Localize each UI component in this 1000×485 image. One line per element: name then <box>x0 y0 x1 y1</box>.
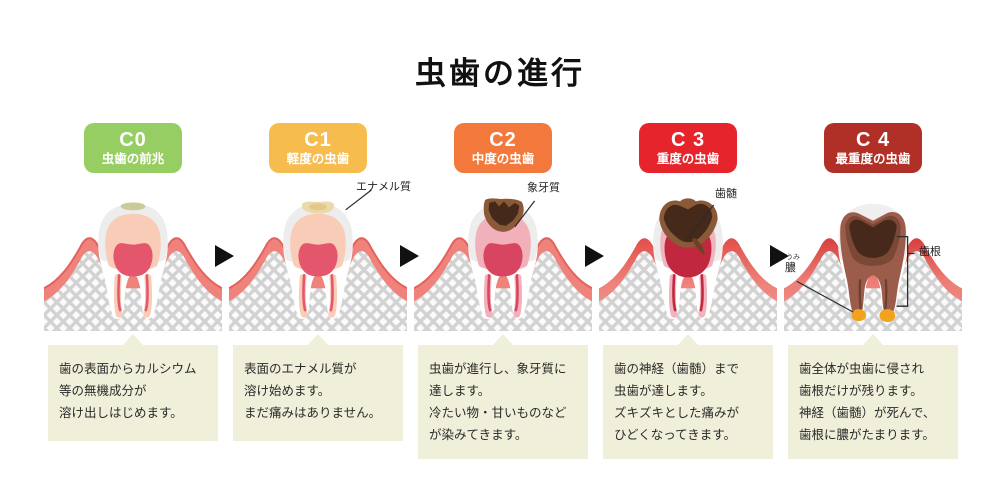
bone <box>414 251 592 331</box>
stage-badge-c2: C2 中度の虫歯 <box>454 123 552 173</box>
stage-column-c1: C1 軽度の虫歯 エナメル質 表面のエナメル質が 溶け始めます。 まだ痛みはあり… <box>229 123 411 459</box>
annotation-pus-furigana: うみ <box>786 254 800 261</box>
stage-column-c3: C 3 重度の虫歯 歯髄 歯の神経（歯髄）まで 虫歯が達します。 ズキズキとした… <box>599 123 777 459</box>
pulp-chamber <box>483 243 523 277</box>
stage-name: 中度の虫歯 <box>471 152 535 166</box>
bone <box>599 251 777 331</box>
next-arrow-icon <box>215 245 234 267</box>
stage-code: C1 <box>304 129 332 151</box>
stage-name: 重度の虫歯 <box>656 152 720 166</box>
tooth-diagram <box>229 189 407 331</box>
pulp-chamber <box>298 243 338 277</box>
stage-badge-c3: C 3 重度の虫歯 <box>639 123 737 173</box>
stage-name: 軽度の虫歯 <box>286 152 350 166</box>
tooth-diagram <box>599 198 777 331</box>
bone <box>229 251 407 331</box>
stage-description-c2: 虫歯が進行し、象牙質に 達します。 冷たい物・甘いものなど が染みてきます。 <box>418 334 588 459</box>
tooth-illustration-c1: エナメル質 <box>229 182 411 331</box>
stage-description-c0: 歯の表面からカルシウム 等の無機成分が 溶け出しはじめます。 <box>48 334 218 441</box>
early-decay-spot <box>120 202 146 211</box>
annotation-pus-label: 膿 <box>785 262 796 274</box>
stage-column-c2: C2 中度の虫歯 象牙質 虫歯が進行し、象牙質に 達します。 冷たい物・甘いもの… <box>414 123 592 459</box>
bone <box>784 251 962 331</box>
stage-description-c1: 表面のエナメル質が 溶け始めます。 まだ痛みはありません。 <box>233 334 403 441</box>
stage-badge-c4: C 4 最重度の虫歯 <box>824 123 922 173</box>
stages-row: C0 虫歯の前兆 歯の表面からカルシウム 等の無機成分が 溶け出しはじめます。 … <box>44 123 962 459</box>
pus-blob <box>879 309 896 323</box>
next-arrow-icon <box>400 245 419 267</box>
leader-line <box>514 200 536 228</box>
root-canal <box>672 274 704 312</box>
cavity <box>488 201 520 226</box>
leader-line <box>345 189 372 211</box>
tooth-illustration-c2: 象牙質 <box>414 182 592 331</box>
stage-badge-c0: C0 虫歯の前兆 <box>84 123 182 173</box>
root-canal <box>487 274 519 312</box>
tooth-diagram <box>784 203 962 331</box>
next-arrow-icon <box>585 245 604 267</box>
annotation-dentin-label: 象牙質 <box>527 182 560 194</box>
stage-code: C0 <box>119 129 147 151</box>
stage-description-c3: 歯の神経（歯髄）まで 虫歯が達します。 ズキズキとした痛みが ひどくなってきます… <box>603 334 773 459</box>
stage-name: 最重度の虫歯 <box>835 152 911 166</box>
enamel-decay-core <box>309 203 327 211</box>
root-canal <box>302 274 334 312</box>
stage-code: C2 <box>489 129 517 151</box>
pulp-chamber <box>113 243 153 277</box>
annotation-pulp-label: 歯髄 <box>715 188 737 200</box>
decayed-cavity <box>849 219 897 258</box>
page-title: 虫歯の進行 <box>415 56 585 91</box>
annotation-enamel-label: エナメル質 <box>356 181 411 193</box>
bone <box>44 251 222 331</box>
stage-code: C 3 <box>670 129 706 151</box>
tooth-illustration-c3: 歯髄 <box>599 186 777 331</box>
next-arrow-icon <box>770 245 789 267</box>
stage-code: C 4 <box>855 129 891 151</box>
stage-name: 虫歯の前兆 <box>101 152 165 166</box>
root-bracket <box>896 236 915 307</box>
leader-line <box>685 204 715 241</box>
stage-column-c4: C 4 最重度の虫歯 うみ 膿 歯根 歯全体が虫歯に侵され 歯根だけが残ります。… <box>784 123 962 459</box>
cavity <box>663 203 713 243</box>
annotation-root-label: 歯根 <box>919 246 941 258</box>
stage-description-c4: 歯全体が虫歯に侵され 歯根だけが残ります。 神経（歯髄）が死んで、 歯根に膿がた… <box>788 334 958 459</box>
stage-badge-c1: C1 軽度の虫歯 <box>269 123 367 173</box>
leader-line <box>796 280 854 313</box>
stage-column-c0: C0 虫歯の前兆 歯の表面からカルシウム 等の無機成分が 溶け出しはじめます。 <box>44 123 222 459</box>
tooth-diagram <box>414 198 592 331</box>
decay-spread <box>691 237 705 256</box>
tooth-illustration-c0 <box>44 186 222 331</box>
tooth-diagram <box>44 202 222 331</box>
tooth-illustration-c4: うみ 膿 歯根 <box>784 186 962 331</box>
root-canal <box>117 274 149 312</box>
pus-blob <box>851 309 867 322</box>
